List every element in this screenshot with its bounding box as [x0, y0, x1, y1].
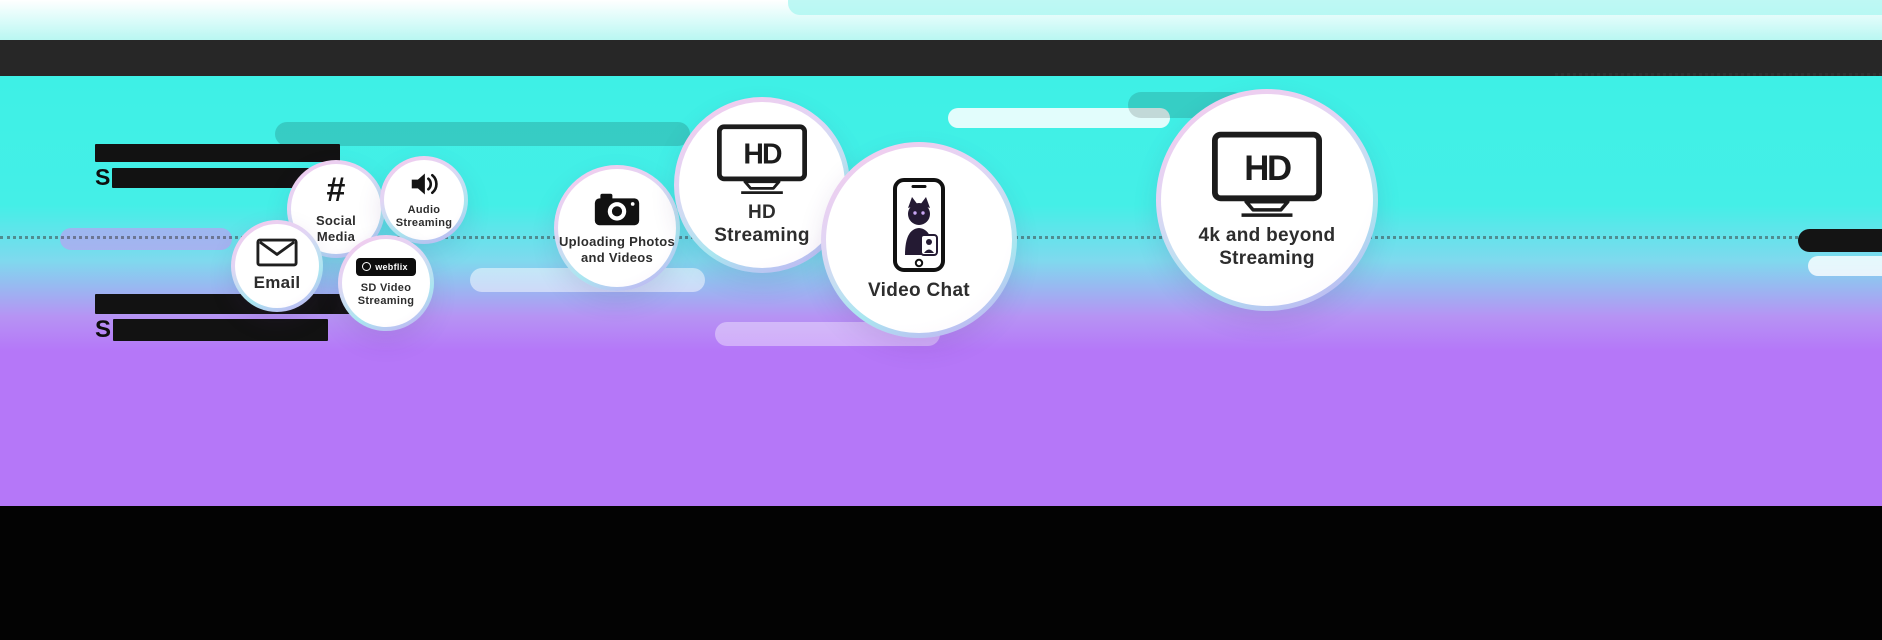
bubble-label: Video Chat — [868, 280, 970, 302]
4k-tv-icon: HD — [1212, 131, 1322, 217]
dotted-line-top-right — [1555, 73, 1882, 76]
video-chat-phone-icon — [893, 178, 945, 273]
redacted-bar — [95, 144, 340, 162]
webflix-badge-label: webflix — [375, 261, 408, 272]
bubble-video-chat-content: Video Chat — [826, 147, 1012, 333]
bubble-sd-video-streaming-content: webflix SD Video Streaming — [342, 239, 430, 327]
redacted-prefix: S — [95, 164, 111, 190]
header-bar — [0, 40, 1882, 76]
redacted-bar — [113, 319, 329, 341]
decor-pill-black-right — [1798, 229, 1882, 252]
bubble-label: 4k and beyond Streaming — [1198, 224, 1336, 269]
hashtag-icon: # — [326, 171, 346, 210]
bubble-video-chat: Video Chat — [821, 142, 1017, 338]
4k-screen-text: HD — [1244, 150, 1291, 188]
bubble-4k-streaming: HD 4k and beyond Streaming — [1156, 89, 1378, 311]
bubble-sd-video-streaming: webflix SD Video Streaming — [338, 235, 434, 331]
top-capsule-decor — [788, 0, 1882, 15]
webflix-logo-icon — [362, 262, 372, 272]
redacted-heading-2: S — [95, 294, 350, 342]
bubble-uploading-photos: Uploading Photos and Videos — [554, 165, 680, 291]
bubble-label: Uploading Photos and Videos — [558, 233, 675, 265]
speaker-icon — [411, 173, 438, 195]
bubble-uploading-photos-content: Uploading Photos and Videos — [558, 169, 676, 287]
decor-pill-teal — [275, 122, 690, 146]
decor-pill-white — [948, 108, 1170, 128]
bubble-audio-streaming: Audio Streaming — [380, 156, 468, 244]
redacted-line: S — [95, 318, 350, 342]
bubble-label: Social Media — [315, 213, 357, 244]
redacted-bar — [112, 167, 313, 188]
bubble-label: Email — [253, 273, 301, 293]
hd-tv-icon: HD — [717, 124, 807, 194]
redacted-line: S — [95, 166, 340, 189]
decor-pill-lavender-left — [60, 228, 232, 250]
footer-bar — [0, 506, 1882, 640]
bubble-social-media-content: # Social Media — [291, 164, 381, 254]
webflix-badge: webflix — [356, 257, 416, 276]
bubble-email: Email — [231, 220, 323, 312]
bubble-4k-streaming-content: HD 4k and beyond Streaming — [1161, 94, 1373, 306]
camera-icon — [594, 193, 640, 225]
hd-screen-text: HD — [743, 139, 782, 171]
redacted-line — [95, 144, 340, 162]
email-icon — [256, 238, 298, 267]
redacted-line — [95, 294, 350, 314]
bubble-audio-streaming-content: Audio Streaming — [384, 160, 464, 240]
decor-pill-white-right — [1808, 256, 1882, 276]
bubble-hd-streaming-content: HD HD Streaming — [679, 102, 845, 268]
redacted-bar — [95, 294, 350, 314]
bubble-label: Audio Streaming — [395, 203, 453, 229]
bubble-hd-streaming: HD HD Streaming — [674, 97, 850, 273]
bubble-label: HD Streaming — [714, 201, 810, 246]
bubble-label: SD Video Streaming — [357, 281, 415, 307]
bubble-email-content: Email — [235, 224, 319, 308]
redacted-heading-1: S — [95, 144, 340, 189]
redacted-prefix: S — [95, 316, 112, 343]
